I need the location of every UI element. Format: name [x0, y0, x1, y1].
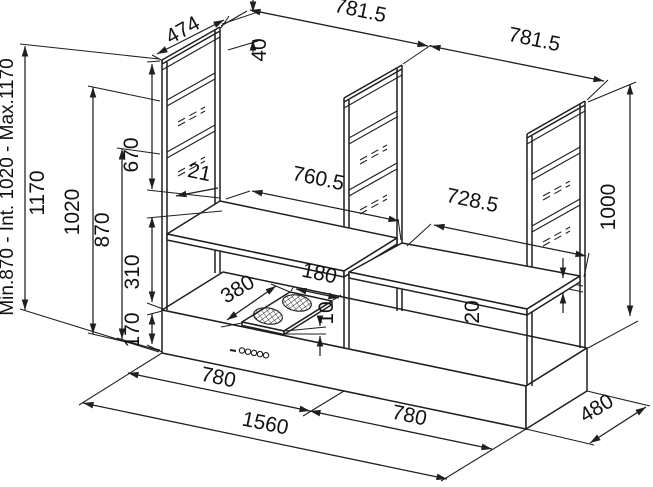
dim-rail-gap-label: 20 — [461, 300, 484, 323]
dim-clear-span-right-label: 728.5 — [444, 184, 500, 217]
dim-line-total-depth — [589, 406, 647, 444]
dim-worktop-height-label: 870 — [91, 212, 114, 247]
hob-side-face — [283, 300, 333, 336]
knob-icon — [250, 349, 258, 357]
knob-icon — [244, 348, 252, 355]
dim-plinth-label: 170 — [121, 312, 144, 347]
dim-panel-above-worktop-label: 670 — [120, 137, 143, 172]
dim-line-total-width — [82, 401, 448, 481]
dim-intermediate-height-label: 1020 — [61, 189, 84, 236]
dim-line-bay-pitch-right — [429, 44, 605, 83]
left-worktop — [166, 200, 398, 278]
dim-bay-pitch-right-label: 781.5 — [506, 23, 562, 56]
knob-icon — [262, 352, 270, 359]
height-range-label: Min.870 - Int. 1020 - Max.1170 — [0, 58, 18, 315]
knob-icon — [256, 350, 264, 358]
dimension-lines — [21, 0, 647, 481]
dim-max-height-label: 1170 — [26, 170, 49, 215]
dim-line-panel-depth — [156, 19, 225, 55]
right-worktop — [348, 242, 581, 316]
dim-panel-thickness-label: 21 — [186, 159, 214, 186]
dim-total-depth-label: 480 — [576, 390, 618, 428]
dim-line-hob-width — [295, 287, 340, 300]
dim-bay-pitch-left-label: 781.5 — [332, 0, 388, 27]
knob-icon — [238, 347, 246, 354]
dim-line-clear-span-right — [433, 223, 587, 258]
dim-under-worktop-label: 310 — [121, 254, 144, 289]
dim-total-width-label: 1560 — [240, 408, 290, 440]
dim-hob-thickness-label: 10 — [315, 301, 338, 324]
dim-clear-span-left-label: 760.5 — [290, 162, 346, 195]
button-dash — [229, 349, 237, 352]
control-buttons — [229, 347, 270, 359]
dim-line-hob-depth — [226, 285, 277, 321]
dim-top-rail-label: 40 — [248, 38, 271, 61]
dim-line-clear-span-left — [251, 189, 400, 223]
dim-panel-height-label: 1000 — [597, 184, 620, 231]
dim-line-bay-pitch-left — [249, 8, 429, 48]
dim-line-panel-thickness — [175, 187, 219, 198]
